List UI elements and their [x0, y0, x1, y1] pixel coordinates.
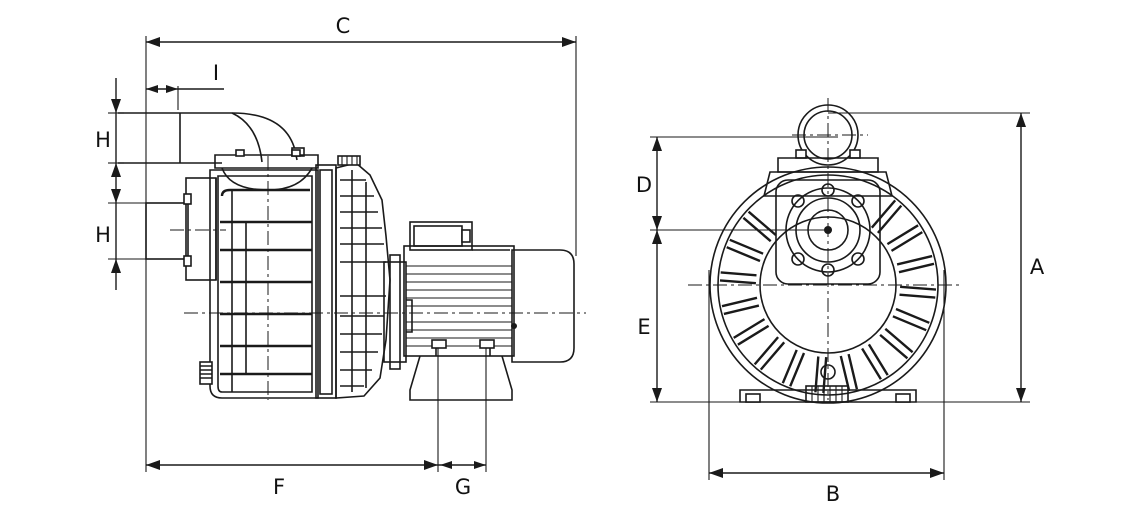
- front-extension-lines: [650, 112, 1030, 480]
- front-center-lines: [688, 98, 962, 400]
- dimension-label-a: A: [1030, 255, 1045, 279]
- radial-rib: [719, 271, 757, 285]
- dimension-h-bottom: H: [95, 189, 121, 290]
- radial-rib: [896, 254, 935, 274]
- radial-rib: [781, 349, 806, 387]
- side-view: C I H H F: [95, 14, 586, 499]
- radial-rib: [726, 238, 764, 263]
- dimension-d: D: [636, 137, 662, 230]
- radial-rib: [892, 307, 930, 332]
- radial-rib: [899, 285, 937, 299]
- dimension-label-e: E: [637, 315, 650, 339]
- dimension-label-h-top: H: [95, 128, 111, 152]
- dimension-label-g: G: [455, 475, 471, 499]
- dimension-label-b: B: [826, 482, 840, 506]
- dimension-b: B: [709, 468, 944, 506]
- dimension-h-top: H: [95, 78, 121, 196]
- side-extension-lines: [108, 36, 577, 472]
- bracket-fins: [340, 170, 386, 392]
- radial-rib: [861, 343, 889, 380]
- front-view: A D E B: [636, 98, 1045, 506]
- radial-rib: [886, 224, 923, 252]
- dimension-label-d: D: [636, 173, 652, 197]
- dimension-label-c: C: [336, 14, 351, 38]
- center-flange: [315, 164, 337, 399]
- radial-rib: [753, 336, 786, 371]
- housing-ribs: [220, 188, 312, 392]
- dimension-a: A: [1016, 113, 1045, 402]
- dimension-i: I: [146, 61, 224, 93]
- radial-rib: [742, 210, 777, 243]
- dimension-g: G: [438, 461, 486, 499]
- dimension-label-f: F: [273, 475, 285, 499]
- coupling: [383, 254, 413, 370]
- inlet-connection: [145, 177, 217, 281]
- side-center-lines: [170, 156, 586, 400]
- radial-rib: [839, 353, 859, 392]
- dimension-label-i: I: [213, 61, 219, 85]
- dimension-f: F: [146, 460, 438, 499]
- radial-rib: [733, 318, 770, 346]
- dimension-e: E: [637, 230, 662, 402]
- motor-foot: [409, 339, 513, 401]
- motor: [403, 221, 575, 363]
- dimension-c: C: [146, 14, 576, 47]
- radial-ribs: [719, 199, 937, 394]
- motor-cooling-fins: [406, 265, 512, 347]
- motor-bracket: [335, 155, 391, 399]
- pump-housing: [199, 169, 319, 399]
- radial-rib: [879, 327, 914, 360]
- radial-rib: [721, 296, 760, 316]
- dimension-label-h-bottom: H: [95, 223, 111, 247]
- radial-rib: [870, 199, 903, 234]
